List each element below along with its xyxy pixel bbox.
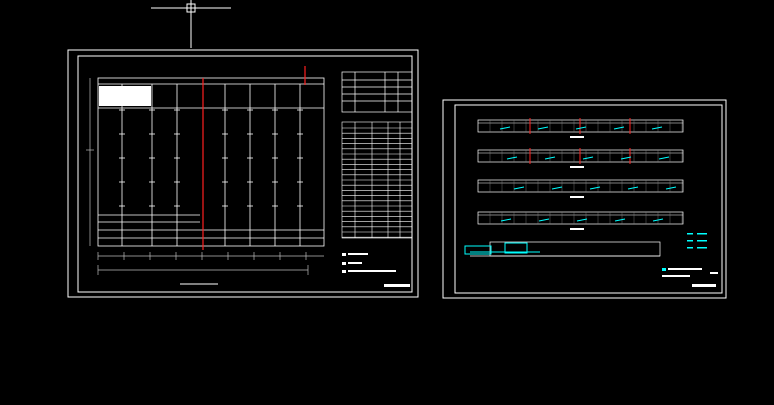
sheet-inner-border — [454, 104, 723, 294]
crosshair-cursor — [151, 0, 231, 48]
dimension-line-bottom — [97, 252, 324, 275]
drawing-sheet-plan[interactable] — [67, 49, 419, 298]
elevation-strip — [477, 179, 684, 198]
notes-block — [342, 253, 410, 287]
elevation-strip — [477, 211, 684, 230]
floor-plan-drawing — [97, 77, 325, 247]
schedule-table — [341, 121, 413, 239]
drawing-sheet-sections[interactable] — [442, 99, 727, 299]
sheet-outer-border — [442, 99, 727, 299]
legend-block — [687, 233, 707, 249]
notes-block — [662, 268, 718, 287]
elevation-strip — [477, 118, 684, 138]
elevation-strip — [477, 148, 684, 168]
section-detail — [464, 241, 661, 257]
title-block-table-top — [341, 71, 413, 113]
dimension-line-left — [86, 78, 94, 246]
sheet-outer-border — [67, 49, 419, 298]
